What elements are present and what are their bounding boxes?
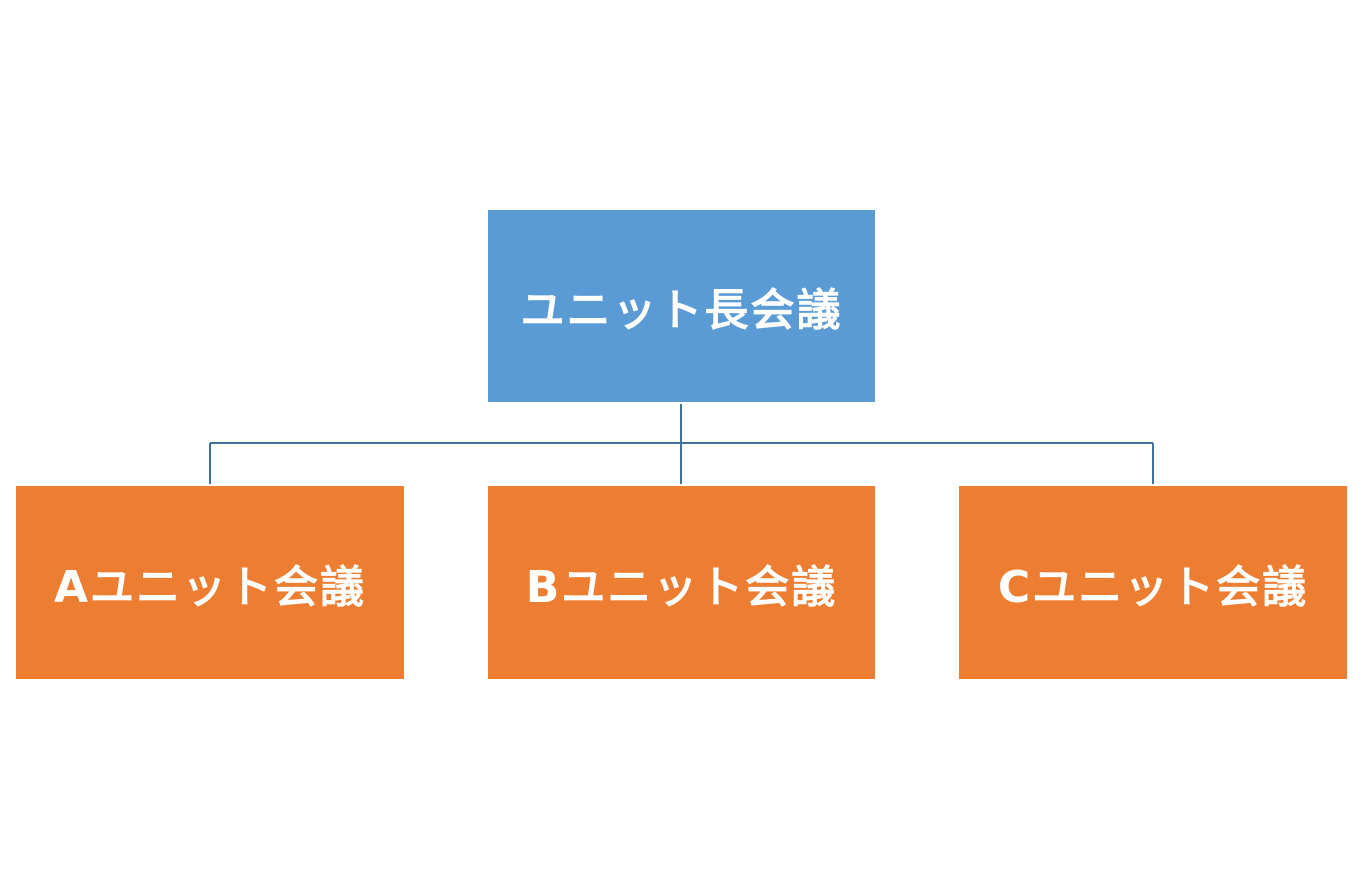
node-label: Bユニット会議 [525,561,838,613]
node-unit-a-meeting: Aユニット会議 [16,486,404,679]
node-unit-b-meeting: Bユニット会議 [488,486,875,679]
node-label: ユニット長会議 [520,285,843,336]
node-unit-c-meeting: Cユニット会議 [959,486,1347,679]
node-label: Aユニット会議 [53,561,367,613]
node-label: Cユニット会議 [997,561,1309,613]
node-unit-leader-meeting: ユニット長会議 [488,210,875,402]
